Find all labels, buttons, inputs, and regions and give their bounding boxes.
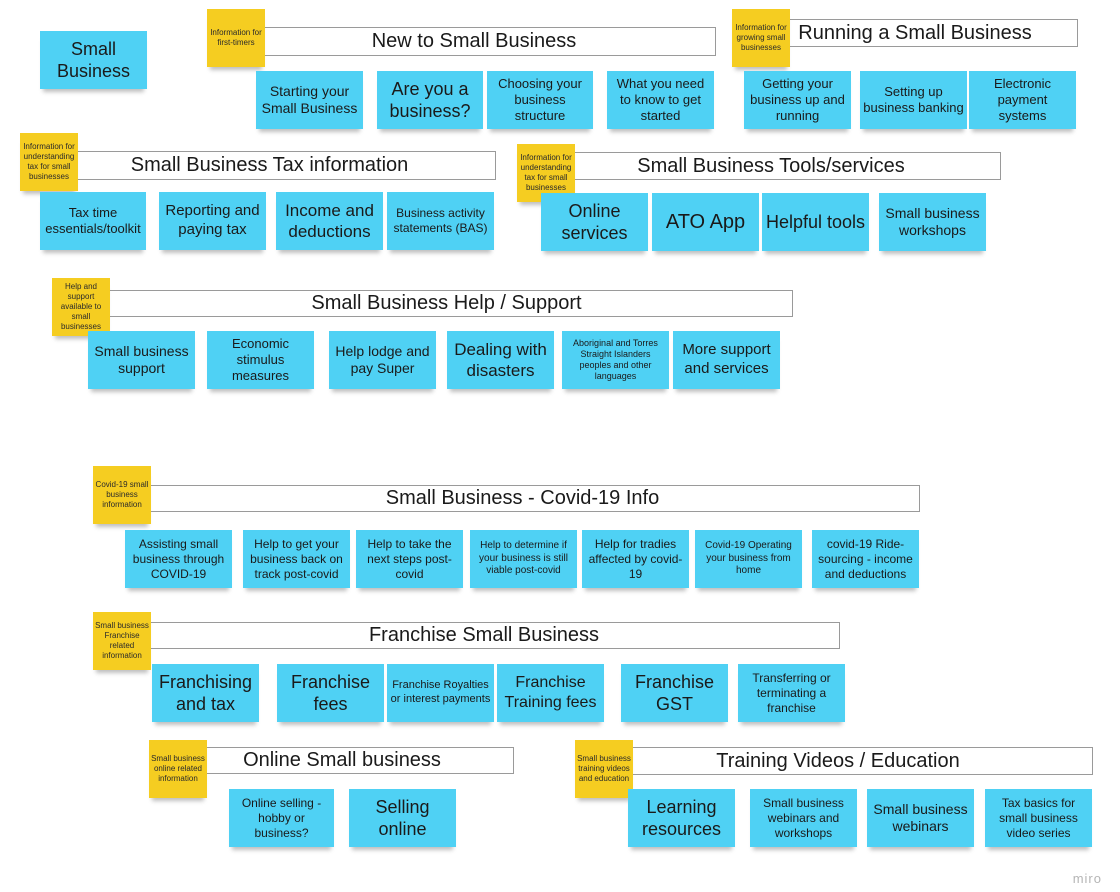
note-learning-resources[interactable]: Learning resources	[628, 789, 735, 847]
note-income-and-deductions[interactable]: Income and deductions	[276, 192, 383, 250]
note-transferring-terminating-franchise[interactable]: Transferring or terminating a franchise	[738, 664, 845, 722]
note-selling-online[interactable]: Selling online	[349, 789, 456, 847]
note-helpful-tools[interactable]: Helpful tools	[762, 193, 869, 251]
tag-tools-services[interactable]: Information for understanding tax for sm…	[517, 144, 575, 202]
small-business-note[interactable]: Small Business	[40, 31, 147, 89]
note-help-for-tradies[interactable]: Help for tradies affected by covid-19	[582, 530, 689, 588]
note-franchise-royalties[interactable]: Franchise Royalties or interest payments	[387, 664, 494, 722]
frame-running-a-small-business[interactable]: Running a Small Business	[752, 19, 1078, 47]
note-small-business-workshops[interactable]: Small business workshops	[879, 193, 986, 251]
note-help-business-back-on-track[interactable]: Help to get your business back on track …	[243, 530, 350, 588]
note-help-determine-viable[interactable]: Help to determine if your business is st…	[470, 530, 577, 588]
note-covid-operating-from-home[interactable]: Covid-19 Operating your business from ho…	[695, 530, 802, 588]
miro-logo: miro	[1072, 871, 1102, 886]
note-more-support-and-services[interactable]: More support and services	[673, 331, 780, 389]
tag-help-support[interactable]: Help and support available to small busi…	[52, 278, 110, 336]
note-setting-up-business-banking[interactable]: Setting up business banking	[860, 71, 967, 129]
note-economic-stimulus-measures[interactable]: Economic stimulus measures	[207, 331, 314, 389]
frame-small-business-help-support[interactable]: Small Business Help / Support	[100, 290, 793, 317]
note-are-you-a-business[interactable]: Are you a business?	[377, 71, 483, 129]
note-online-services[interactable]: Online services	[541, 193, 648, 251]
frame-small-business-covid-info[interactable]: Small Business - Covid-19 Info	[125, 485, 920, 512]
note-what-you-need-to-know[interactable]: What you need to know to get started	[607, 71, 714, 129]
tag-training[interactable]: Small business training videos and educa…	[575, 740, 633, 798]
note-small-business-support[interactable]: Small business support	[88, 331, 195, 389]
note-help-next-steps-post-covid[interactable]: Help to take the next steps post-covid	[356, 530, 463, 588]
frame-online-small-business[interactable]: Online Small business	[170, 747, 514, 774]
note-franchise-training-fees[interactable]: Franchise Training fees	[497, 664, 604, 722]
frame-small-business-tax-information[interactable]: Small Business Tax information	[43, 151, 496, 180]
note-reporting-and-paying-tax[interactable]: Reporting and paying tax	[159, 192, 266, 250]
tag-covid-info[interactable]: Covid-19 small business information	[93, 466, 151, 524]
note-ato-app[interactable]: ATO App	[652, 193, 759, 251]
note-electronic-payment-systems[interactable]: Electronic payment systems	[969, 71, 1076, 129]
frame-small-business-tools-services[interactable]: Small Business Tools/services	[541, 152, 1001, 180]
note-tax-time-essentials[interactable]: Tax time essentials/toolkit	[40, 192, 146, 250]
note-webinars-and-workshops[interactable]: Small business webinars and workshops	[750, 789, 857, 847]
note-franchise-gst[interactable]: Franchise GST	[621, 664, 728, 722]
frame-training-videos-education[interactable]: Training Videos / Education	[583, 747, 1093, 775]
note-choosing-business-structure[interactable]: Choosing your business structure	[487, 71, 593, 129]
tag-franchise[interactable]: Small business Franchise related informa…	[93, 612, 151, 670]
tag-running-a-small-business[interactable]: Information for growing small businesses	[732, 9, 790, 67]
note-aboriginal-torres-strait[interactable]: Aboriginal and Torres Straight Islanders…	[562, 331, 669, 389]
tag-online[interactable]: Small business online related informatio…	[149, 740, 207, 798]
frame-new-to-small-business[interactable]: New to Small Business	[232, 27, 716, 56]
note-getting-your-business-up[interactable]: Getting your business up and running	[744, 71, 851, 129]
note-business-activity-statements[interactable]: Business activity statements (BAS)	[387, 192, 494, 250]
note-dealing-with-disasters[interactable]: Dealing with disasters	[447, 331, 554, 389]
note-covid-ride-sourcing[interactable]: covid-19 Ride-sourcing - income and dedu…	[812, 530, 919, 588]
frame-franchise-small-business[interactable]: Franchise Small Business	[128, 622, 840, 649]
note-online-selling-hobby-or-business[interactable]: Online selling - hobby or business?	[229, 789, 334, 847]
tag-tax-information[interactable]: Information for understanding tax for sm…	[20, 133, 78, 191]
note-tax-basics-video-series[interactable]: Tax basics for small business video seri…	[985, 789, 1092, 847]
note-franchise-fees[interactable]: Franchise fees	[277, 664, 384, 722]
note-franchising-and-tax[interactable]: Franchising and tax	[152, 664, 259, 722]
note-assisting-small-business-covid[interactable]: Assisting small business through COVID-1…	[125, 530, 232, 588]
note-starting-your-small-business[interactable]: Starting your Small Business	[256, 71, 363, 129]
note-small-business-webinars[interactable]: Small business webinars	[867, 789, 974, 847]
tag-new-to-small-business[interactable]: Information for first-timers	[207, 9, 265, 67]
note-help-lodge-and-pay-super[interactable]: Help lodge and pay Super	[329, 331, 436, 389]
